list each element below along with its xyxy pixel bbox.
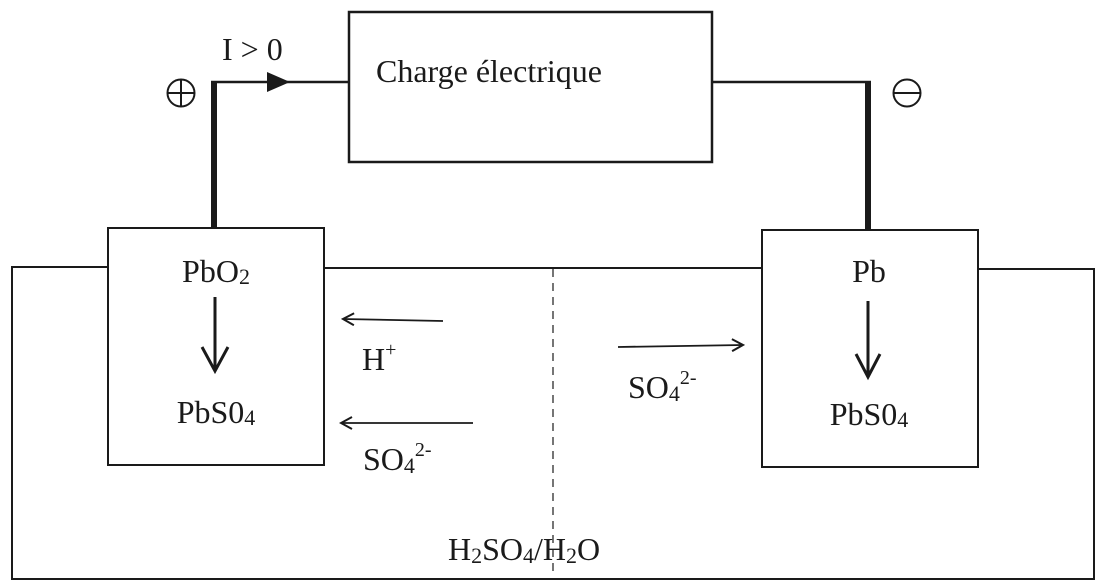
negative-electrode: Pb PbS04 bbox=[761, 229, 979, 468]
positive-electrode: PbO2 PbS04 bbox=[107, 227, 325, 466]
pb-label: Pb bbox=[852, 253, 886, 289]
external-circuit bbox=[211, 10, 871, 231]
current-label: I > 0 bbox=[222, 31, 283, 67]
pbso4-left-label: PbS04 bbox=[177, 394, 256, 430]
load-label: Charge électrique bbox=[376, 53, 602, 89]
sulfate-left-label: SO42- bbox=[363, 439, 432, 478]
electrolyte-tank bbox=[11, 266, 1095, 580]
pbo2-label: PbO2 bbox=[182, 253, 250, 289]
positive-terminal-icon bbox=[166, 78, 196, 108]
negative-electrode-box bbox=[761, 229, 979, 468]
negative-terminal-icon bbox=[892, 78, 922, 108]
pbso4-right-label: PbS04 bbox=[830, 396, 909, 432]
current-direction-arrow-icon bbox=[267, 72, 290, 92]
h-plus-label: H+ bbox=[362, 339, 396, 377]
load-box bbox=[347, 10, 714, 164]
down-arrow-icon bbox=[854, 353, 882, 381]
h-plus-arrow-left bbox=[343, 319, 444, 321]
electrolyte-label: H2SO4/H2O bbox=[448, 531, 600, 568]
sulfate-right-label: SO42- bbox=[628, 367, 697, 406]
down-arrow-icon bbox=[200, 346, 230, 375]
tank-outline bbox=[11, 266, 1095, 580]
sulfate-arrow-right bbox=[617, 345, 743, 347]
